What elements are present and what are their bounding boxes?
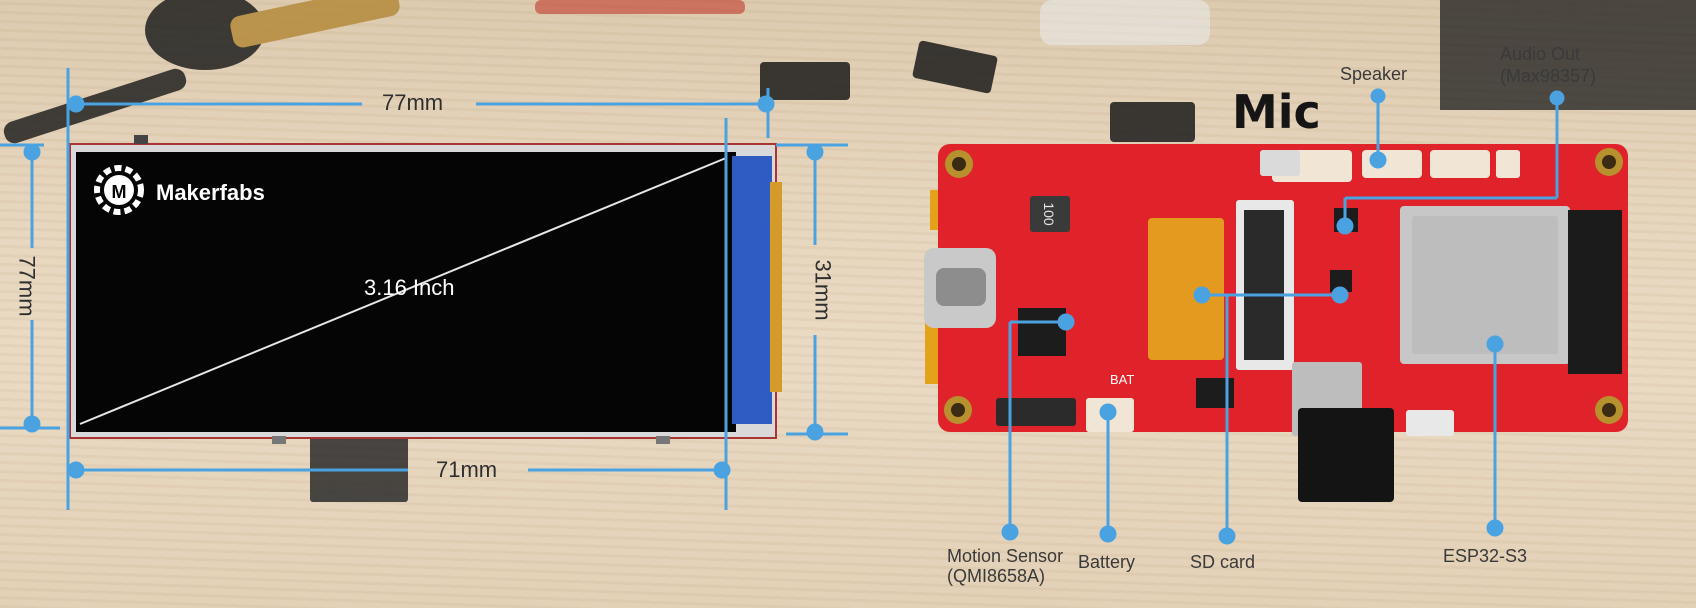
- battery-label: Battery: [1078, 552, 1136, 572]
- svg-text:BAT: BAT: [1110, 372, 1134, 387]
- mic-label: Mic: [1232, 85, 1321, 139]
- dimension-lines: [0, 68, 848, 510]
- motion-sensor-chip-label: (QMI8658A): [947, 566, 1046, 586]
- makerfabs-logo: M: [94, 165, 144, 215]
- flex-connector: [732, 156, 772, 424]
- audio-out-label: Audio Out: [1500, 44, 1581, 64]
- dimension-width-top: 77mm: [382, 90, 444, 115]
- micro-sd-card: [1298, 408, 1394, 502]
- screen-diagonal-label: 3.16 Inch: [364, 275, 455, 300]
- logo-letter: M: [112, 182, 127, 202]
- sd-card-label: SD card: [1190, 552, 1256, 572]
- dimension-height-right: 31mm: [810, 259, 836, 321]
- diagonal-line: [79, 157, 727, 425]
- brand-name: Makerfabs: [156, 180, 265, 205]
- audio-out-chip-label: (Max98357): [1500, 66, 1597, 86]
- ribbon-cable: [1148, 218, 1224, 360]
- pcb-antenna: [1568, 210, 1622, 374]
- esp32-label: ESP32-S3: [1443, 546, 1528, 566]
- power-switch: [996, 398, 1076, 426]
- background-objects: [3, 0, 1696, 502]
- speaker-label: Speaker: [1340, 64, 1408, 84]
- callout-lines: [1001, 88, 1565, 545]
- dimension-width-bottom: 71mm: [436, 457, 498, 482]
- display-module: M: [69, 135, 782, 444]
- dimension-height-left: 77mm: [14, 255, 40, 317]
- motion-sensor-label: Motion Sensor: [947, 546, 1064, 566]
- svg-text:100: 100: [1041, 202, 1057, 226]
